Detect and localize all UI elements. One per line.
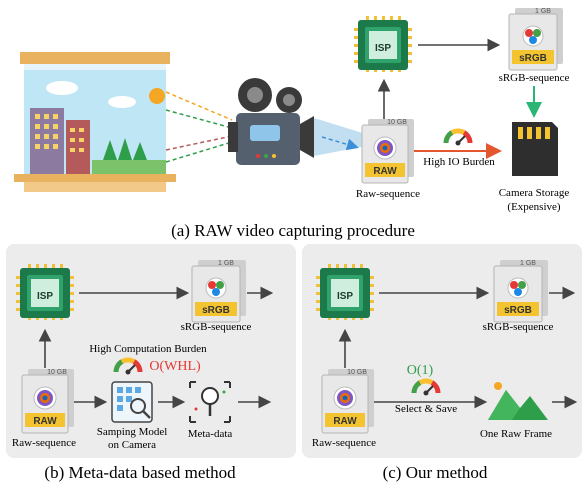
srgb-tag: sRGB	[504, 305, 532, 316]
video-camera-icon	[228, 78, 366, 165]
io-burden-label: High IO Burden	[423, 156, 495, 168]
srgb-sequence-label: sRGB-sequence	[483, 321, 554, 333]
complexity-label: O(WHL)	[149, 359, 201, 374]
computation-burden-label: High Computation Burden	[89, 343, 207, 355]
storage-cost-label: (Expensive)	[507, 201, 560, 213]
caption-c: (c) Our method	[383, 463, 488, 482]
select-save-label: Select & Save	[395, 403, 457, 415]
srgb-tag: sRGB	[519, 53, 547, 64]
isp-label: ISP	[37, 291, 53, 302]
raw-sequence-label: Raw-sequence	[312, 437, 376, 449]
one-raw-frame-label: One Raw Frame	[480, 428, 552, 440]
raw-tag: RAW	[33, 416, 57, 427]
sd-card-icon	[512, 122, 558, 176]
metadata-search-icon	[189, 381, 231, 423]
raw-size: 10 GB	[387, 119, 407, 126]
caption-b: (b) Meta-data based method	[44, 463, 236, 482]
isp-label: ISP	[375, 43, 391, 54]
storage-label: Camera Storage	[499, 187, 570, 199]
raw-card-icon: 10 GB RAW	[21, 368, 75, 434]
raw-size: 10 GB	[347, 369, 367, 376]
metadata-label: Meta-data	[188, 428, 233, 440]
isp-chip-icon: ISP	[16, 264, 74, 320]
srgb-size: 1 GB	[520, 260, 536, 267]
raw-tag: RAW	[373, 166, 397, 177]
raw-tag: RAW	[333, 416, 357, 427]
raw-card-icon: 10 GB RAW	[321, 368, 375, 434]
srgb-size: 1 GB	[535, 8, 551, 15]
raw-sequence-label: Raw-sequence	[356, 188, 420, 200]
panel-b: ISP 1 GB sRGB sRGB-sequence High Computa…	[6, 244, 296, 482]
panel-a: ISP 1 GB sRGB sRGB-sequence 10 GB RAW Ra…	[14, 7, 570, 240]
city-window-illustration	[14, 52, 233, 192]
isp-chip-icon: ISP	[354, 16, 412, 72]
raw-card-icon: 10 GB RAW	[361, 118, 415, 184]
srgb-size: 1 GB	[218, 260, 234, 267]
srgb-sequence-label: sRGB-sequence	[499, 72, 570, 84]
raw-size: 10 GB	[47, 369, 67, 376]
srgb-tag: sRGB	[202, 305, 230, 316]
sampling-model-icon	[111, 381, 153, 423]
sampling-model-label: Samping Model	[97, 426, 168, 438]
raw-sequence-label: Raw-sequence	[12, 437, 76, 449]
srgb-sequence-label: sRGB-sequence	[181, 321, 252, 333]
sampling-model-sublabel: on Camera	[108, 439, 156, 451]
isp-chip-icon: ISP	[316, 264, 374, 320]
srgb-card-icon: 1 GB sRGB	[191, 259, 247, 323]
speed-gauge-icon	[446, 131, 470, 146]
srgb-card-icon: 1 GB sRGB	[493, 259, 549, 323]
srgb-card-icon: 1 GB sRGB	[508, 7, 564, 71]
complexity-label: O(1)	[407, 363, 434, 378]
panel-c: ISP 1 GB sRGB sRGB-sequence O(1) 10 GB R…	[302, 244, 582, 482]
image-frame-icon	[488, 382, 548, 420]
caption-a: (a) RAW video capturing procedure	[171, 221, 415, 240]
isp-label: ISP	[337, 291, 353, 302]
